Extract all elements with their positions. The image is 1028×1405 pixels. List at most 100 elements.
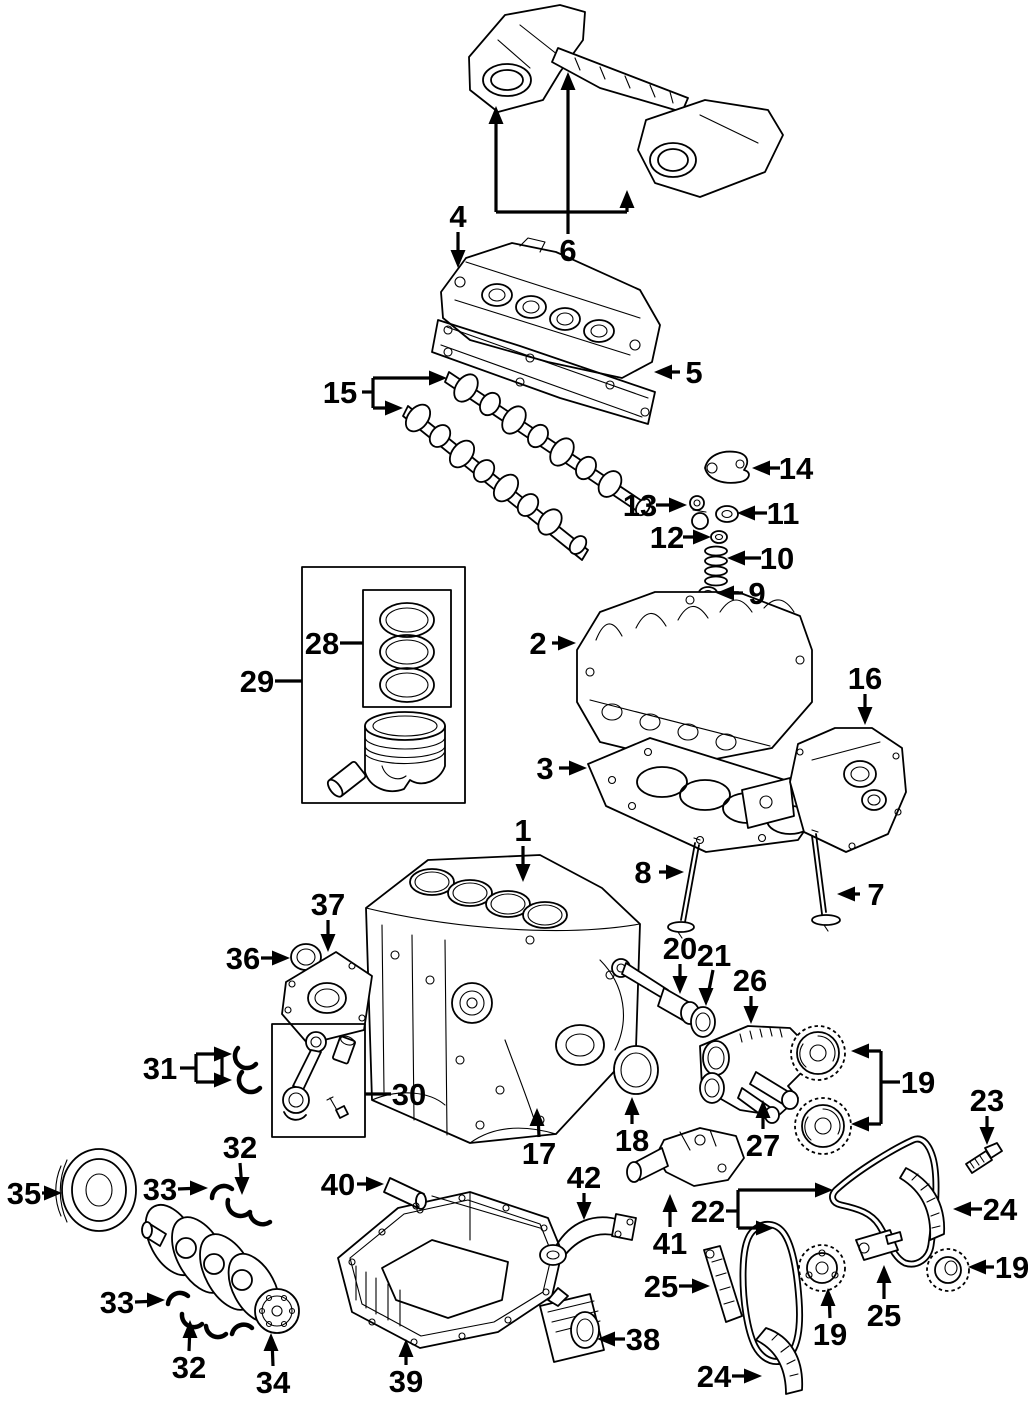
arrowhead-12 <box>693 529 711 545</box>
part-engine-cover-rear <box>637 99 784 198</box>
part-chain-guide-lower <box>755 1327 804 1395</box>
part-camshaft-sprocket-intake <box>790 1025 846 1081</box>
callout-2: 2 <box>529 626 546 661</box>
callout-28: 28 <box>305 626 339 661</box>
callout-25: 25 <box>867 1298 901 1333</box>
arrowhead-36 <box>272 950 290 966</box>
arrowhead-13 <box>669 497 687 513</box>
part-oil-suction-pipe <box>539 1213 637 1266</box>
callout-12: 12 <box>650 520 684 555</box>
part-cover-trim-strip <box>551 47 689 113</box>
callout-33: 33 <box>143 1172 177 1207</box>
arrowhead-19 <box>851 1043 869 1059</box>
part-rocker-arm <box>704 450 750 484</box>
callout-15: 15 <box>323 375 357 410</box>
callout-23: 23 <box>970 1083 1004 1118</box>
arrowhead-24 <box>953 1201 971 1217</box>
part-main-bearing-shells <box>232 1045 263 1095</box>
part-valve-keeper <box>710 530 728 544</box>
callout-24: 24 <box>697 1359 732 1394</box>
callout-18: 18 <box>615 1123 649 1158</box>
part-camshaft-exhaust <box>402 403 589 561</box>
part-seal-flange <box>281 951 373 1045</box>
arrowhead-8 <box>666 864 684 880</box>
part-chain-guide-upper <box>899 1167 945 1241</box>
callout-31: 31 <box>143 1051 177 1086</box>
arrowhead-25 <box>876 1265 892 1283</box>
part-oil-pan <box>337 1191 563 1349</box>
arrowhead-37 <box>320 934 336 952</box>
callout-7: 7 <box>867 877 884 912</box>
callout-32: 32 <box>172 1350 206 1385</box>
part-camshaft-sprocket-exhaust <box>794 1097 852 1155</box>
callout-16: 16 <box>848 661 882 696</box>
callout-1: 1 <box>514 813 531 848</box>
arrowhead-16 <box>857 707 873 725</box>
part-idler-sprocket <box>798 1244 846 1292</box>
part-chain-tensioner <box>855 1229 903 1261</box>
callout-39: 39 <box>389 1364 423 1399</box>
arrowhead-27 <box>755 1100 771 1118</box>
engine-exploded-artwork <box>55 4 1003 1395</box>
arrowhead-38 <box>597 1331 615 1347</box>
part-camshaft-intake <box>444 371 651 517</box>
arrowhead-7 <box>837 886 855 902</box>
part-engine-cover-front <box>468 4 586 113</box>
arrowhead-4 <box>450 250 466 268</box>
arrowhead-9 <box>716 585 734 601</box>
arrowhead-17 <box>529 1108 545 1126</box>
part-ring-set-box <box>362 589 452 708</box>
callout-37: 37 <box>311 887 345 922</box>
arrowhead-33 <box>190 1180 208 1196</box>
callout-13: 13 <box>623 488 657 523</box>
callout-20: 20 <box>663 931 697 966</box>
part-cylinder-head <box>576 591 813 765</box>
arrowhead-23 <box>979 1127 995 1145</box>
arrowhead-3 <box>569 760 587 776</box>
arrowhead-5 <box>654 364 672 380</box>
arrowhead-32 <box>182 1320 198 1338</box>
arrowhead-32 <box>234 1177 250 1195</box>
callout-10: 10 <box>760 541 794 576</box>
arrowhead-15 <box>385 400 403 416</box>
part-thrust-washer-lower <box>165 1290 191 1307</box>
part-oil-jet <box>383 1177 427 1210</box>
callout-40: 40 <box>321 1167 355 1202</box>
callout-19: 19 <box>995 1250 1028 1285</box>
callout-22: 22 <box>691 1194 725 1229</box>
callout-33: 33 <box>100 1285 134 1320</box>
arrowhead-24 <box>744 1368 762 1384</box>
part-oil-cooler <box>539 1287 605 1363</box>
part-timing-cover-rear <box>741 727 907 853</box>
arrowhead-22 <box>815 1182 833 1198</box>
part-balance-shaft <box>611 958 700 1025</box>
arrowhead-25 <box>692 1278 710 1294</box>
arrowhead-19 <box>968 1259 986 1275</box>
arrowhead-1 <box>515 864 531 882</box>
arrowhead-21 <box>698 988 714 1006</box>
part-crankshaft-pulley <box>55 1148 137 1232</box>
part-intake-valve <box>811 829 841 932</box>
arrowhead-31 <box>214 1072 232 1088</box>
arrowhead-11 <box>737 505 755 521</box>
part-crankshaft-sprocket <box>926 1248 970 1292</box>
callout-24: 24 <box>983 1192 1018 1227</box>
callout-11: 11 <box>767 496 800 531</box>
arrowhead-34 <box>263 1333 279 1351</box>
arrowhead-31 <box>214 1046 232 1062</box>
callout-21: 21 <box>697 938 731 973</box>
callout-6: 6 <box>559 233 576 268</box>
callout-32: 32 <box>223 1130 257 1165</box>
arrowhead-40 <box>366 1176 384 1192</box>
callout-36: 36 <box>226 941 260 976</box>
part-hydraulic-lifter <box>689 495 709 530</box>
callout-8: 8 <box>634 855 651 890</box>
arrowhead-2 <box>558 635 576 651</box>
part-exhaust-valve <box>667 837 701 939</box>
callout-27: 27 <box>746 1128 780 1163</box>
part-piston-rings <box>379 602 435 703</box>
arrowhead-33 <box>147 1292 165 1308</box>
callout-25: 25 <box>644 1269 678 1304</box>
